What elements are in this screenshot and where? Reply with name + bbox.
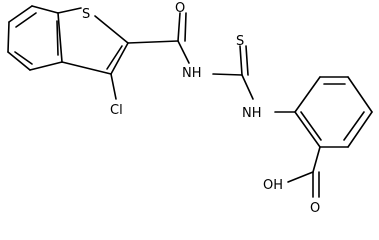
- bond: [343, 111, 365, 141]
- atom-labels: S O NH S NH Cl OH O: [82, 1, 320, 216]
- bond: [347, 111, 373, 148]
- atom-label-nh-amide: NH: [182, 66, 202, 81]
- bond: [110, 73, 117, 100]
- bond: [110, 42, 129, 75]
- bond: [31, 5, 59, 14]
- atom-label-o-carbonyl: O: [175, 1, 185, 16]
- bond: [300, 111, 322, 141]
- bond: [177, 12, 181, 42]
- bond: [241, 74, 254, 100]
- atom-label-o-acid: O: [310, 201, 320, 216]
- atom-label-s-thio: S: [236, 34, 244, 49]
- bond: [245, 45, 249, 76]
- bond: [15, 12, 37, 28]
- atom-label-cl: Cl: [110, 103, 123, 118]
- bond: [127, 40, 179, 44]
- structure-diagram: S O NH S NH Cl OH O: [7, 1, 373, 216]
- bond: [294, 76, 321, 113]
- atom-label-nh-aryl: NH: [242, 106, 262, 121]
- bond: [7, 21, 10, 53]
- bond: [7, 51, 31, 71]
- bond: [8, 5, 33, 23]
- bond: [56, 20, 59, 56]
- bond: [294, 111, 321, 148]
- bond: [29, 61, 63, 71]
- bond: [312, 146, 321, 173]
- bond: [347, 76, 373, 113]
- atom-label-oh-acid: OH: [263, 178, 283, 193]
- bond: [61, 61, 112, 75]
- bond: [212, 73, 243, 76]
- bond: [287, 171, 314, 183]
- atom-label-s-ring: S: [82, 7, 90, 22]
- bond: [106, 45, 123, 70]
- bond: [239, 45, 243, 76]
- bond: [184, 12, 187, 42]
- bond-lines: [7, 5, 373, 198]
- bond: [177, 40, 190, 64]
- bond: [57, 7, 82, 14]
- bond: [14, 51, 33, 65]
- bond: [94, 15, 129, 44]
- bond: [57, 12, 63, 63]
